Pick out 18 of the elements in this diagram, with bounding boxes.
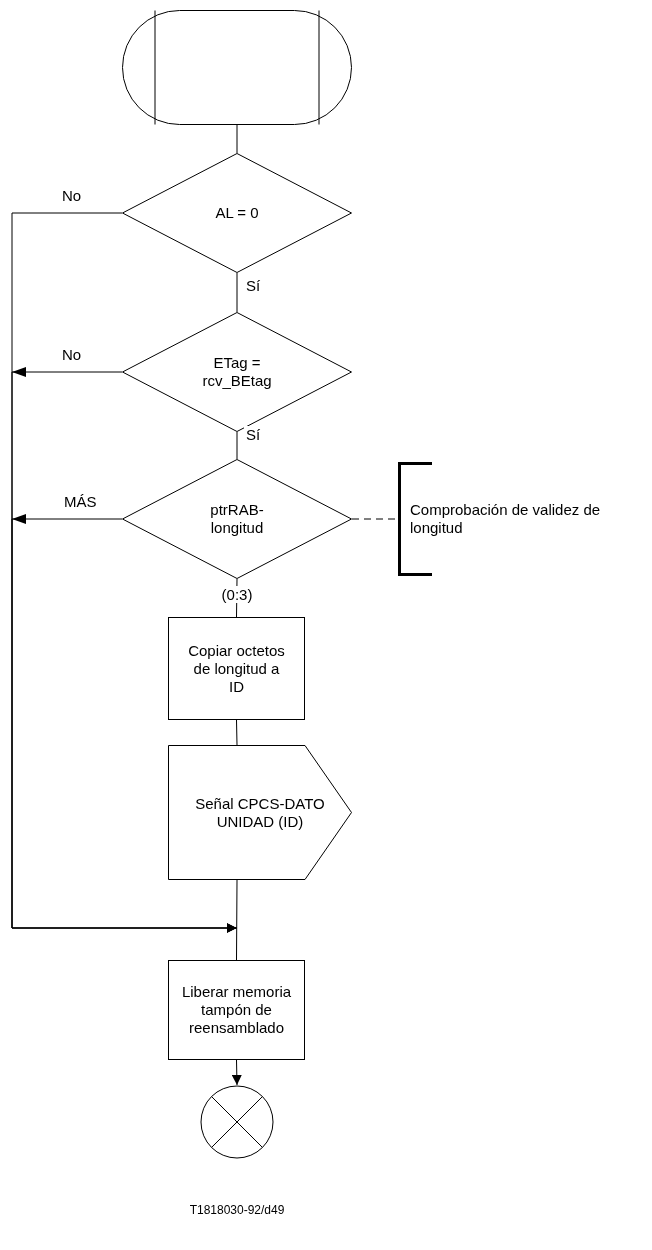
edge-label: Sí xyxy=(244,277,263,294)
edge-label: Sí xyxy=(244,426,263,443)
flow-line xyxy=(231,1059,242,1086)
flow-line xyxy=(236,879,238,961)
flow-line xyxy=(11,518,237,933)
node-text: ptrRAB-longitud xyxy=(210,501,264,536)
node-text: Liberar memoria tampón de reensamblado xyxy=(181,983,292,1036)
node-text: Copiar octetos de longitud a ID xyxy=(188,641,285,695)
flow-line xyxy=(236,431,238,460)
node-text: Señal CPCS-DATO UNIDAD (ID) xyxy=(195,794,325,830)
node-text: Comprobación de validez de longitud xyxy=(410,501,601,536)
flow-line xyxy=(236,124,238,154)
node-text: ETag = rcv_BEtag xyxy=(202,354,272,389)
edge-label: MÁS xyxy=(62,493,99,510)
edge-label: (0:3) xyxy=(219,586,255,603)
flow-line xyxy=(236,272,238,313)
node-text: AL = 0 xyxy=(215,204,259,221)
flow-line xyxy=(236,719,238,746)
